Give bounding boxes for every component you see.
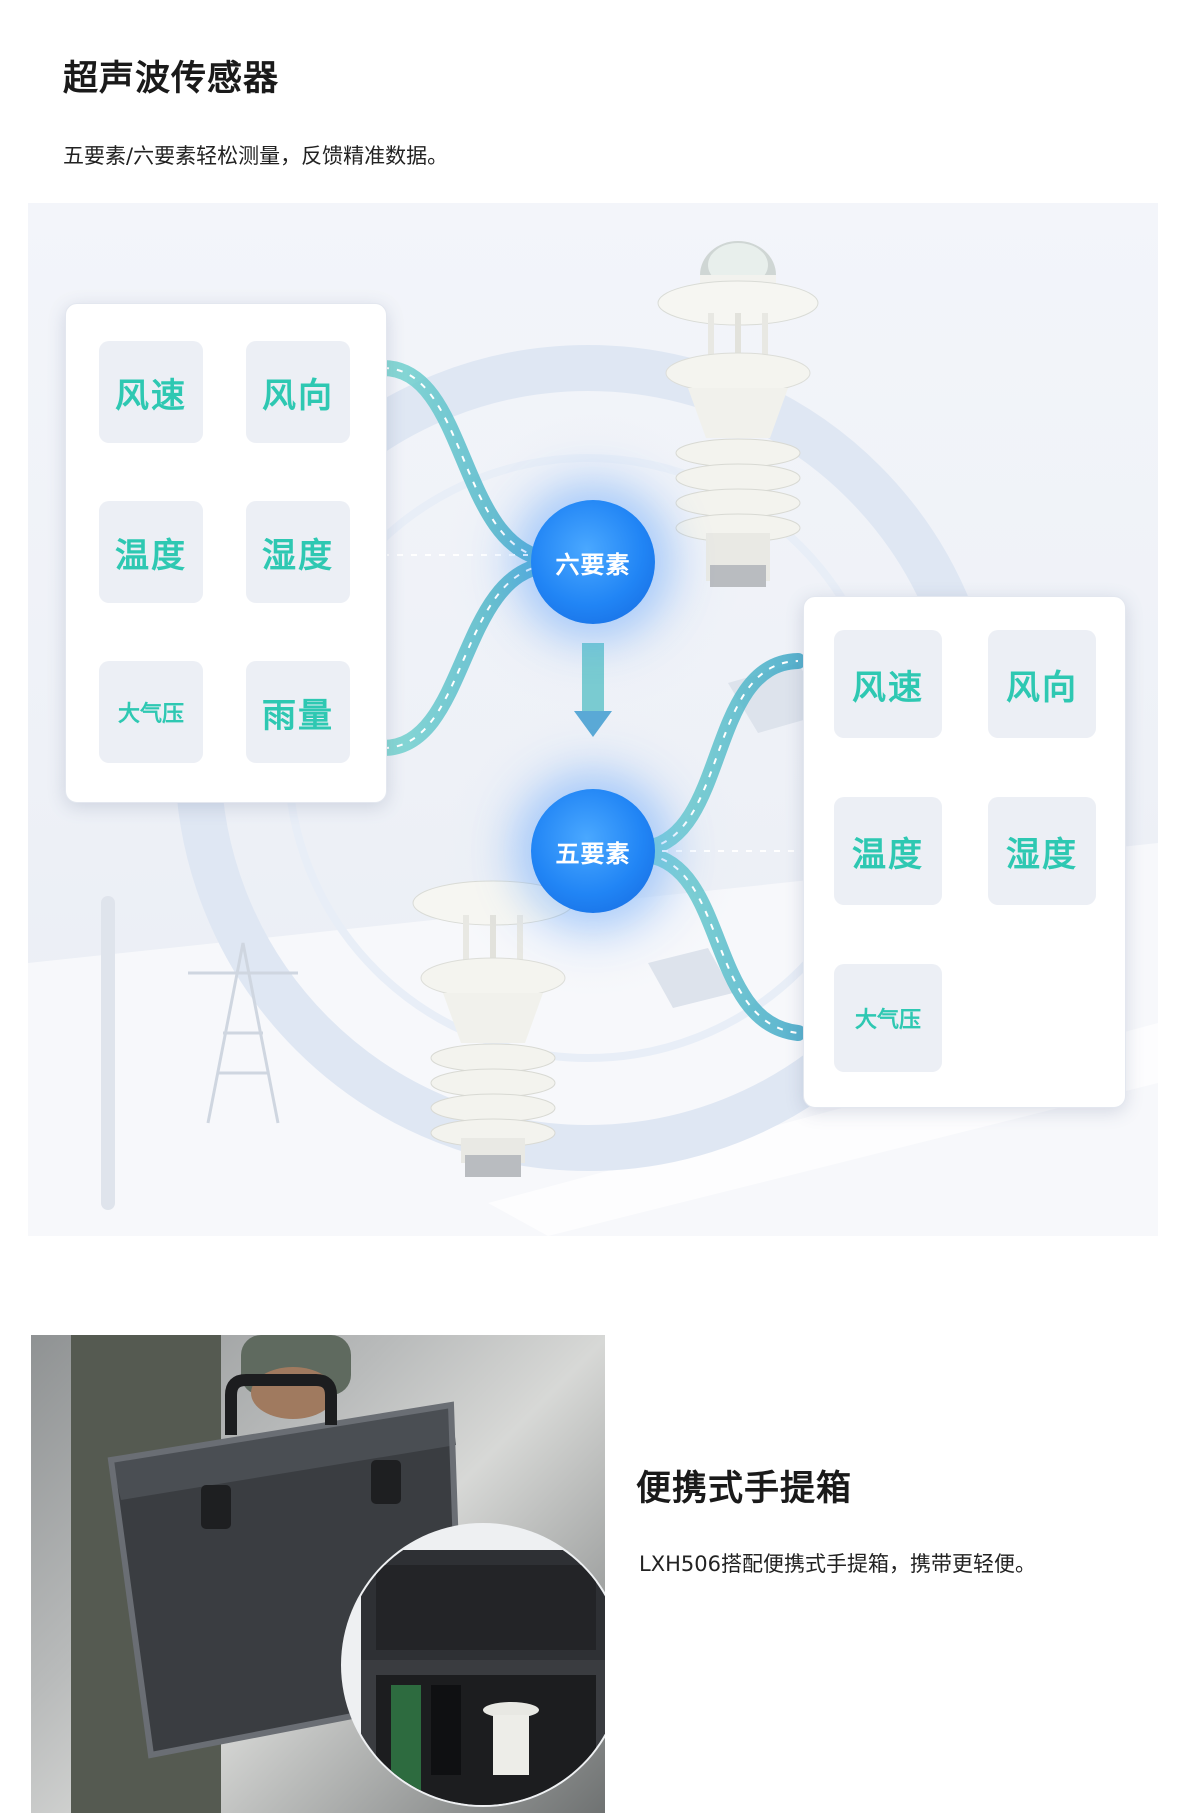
five-tile-humidity: 湿度	[988, 797, 1096, 905]
down-arrow-icon	[574, 711, 612, 737]
six-element-card: 风速 风向 温度 湿度 大气压 雨量	[65, 303, 387, 803]
case-description: LXH506搭配便携式手提箱，携带更轻便。	[639, 1552, 1036, 1576]
six-tile-humidity: 湿度	[246, 501, 350, 603]
flow-dash-six	[382, 367, 549, 749]
five-tile-pressure: 大气压	[834, 964, 942, 1072]
section-subtitle: 五要素/六要素轻松测量，反馈精准数据。	[63, 144, 449, 168]
six-element-sensor-image	[657, 241, 819, 587]
five-element-sensor-image	[412, 880, 574, 1177]
five-tile-temperature: 温度	[834, 797, 942, 905]
flow-dash-five	[647, 660, 799, 1034]
down-arrow-shaft	[582, 643, 604, 713]
carry-case-photo	[31, 1335, 605, 1813]
carry-case-illustration	[71, 1335, 605, 1813]
five-tile-wind-direction: 风向	[988, 630, 1096, 738]
six-tile-rainfall: 雨量	[246, 661, 350, 763]
case-title: 便携式手提箱	[636, 1469, 853, 1509]
five-tile-wind-speed: 风速	[834, 630, 942, 738]
element-diagram: 六要素 五要素 风速 风向 温度 湿度 大气压 雨量 风速 风向 温度 湿度 大…	[28, 203, 1158, 1236]
pylon-icon	[188, 942, 298, 1124]
six-tile-wind-speed: 风速	[99, 341, 203, 443]
six-tile-temperature: 温度	[99, 501, 203, 603]
five-element-hub: 五要素	[531, 789, 655, 913]
six-tile-pressure: 大气压	[99, 661, 203, 763]
six-tile-wind-direction: 风向	[246, 341, 350, 443]
five-element-card: 风速 风向 温度 湿度 大气压	[803, 596, 1126, 1108]
six-element-hub: 六要素	[531, 500, 655, 624]
section-title: 超声波传感器	[63, 59, 280, 99]
